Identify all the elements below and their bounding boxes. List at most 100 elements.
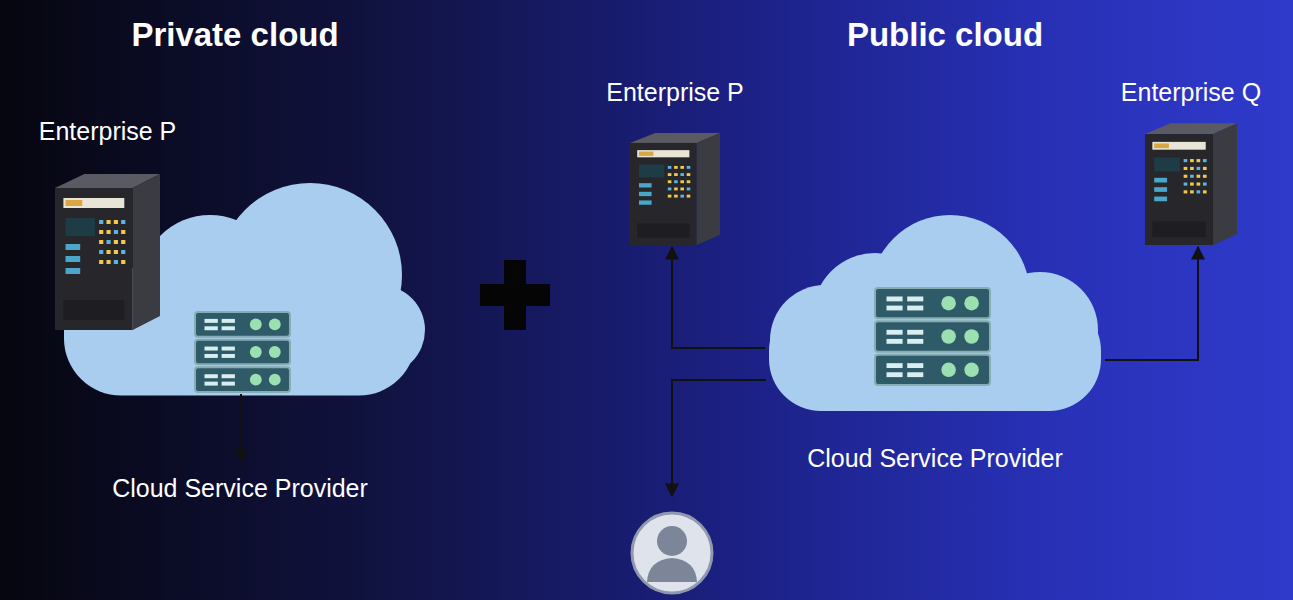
rack-led <box>941 363 956 378</box>
tower-led <box>1197 175 1201 178</box>
tower-led <box>1203 183 1207 186</box>
rack-led <box>941 296 956 311</box>
tower-led <box>106 230 110 234</box>
tower-led <box>1184 167 1188 170</box>
tower-led <box>114 230 118 234</box>
rack-slot <box>887 306 903 311</box>
tower-led <box>687 188 691 191</box>
rack-slot <box>222 319 235 323</box>
tower-side <box>133 174 160 330</box>
rack-slot <box>205 326 218 330</box>
tower-led <box>1197 159 1201 162</box>
tower-led <box>668 180 672 183</box>
tower-led <box>1190 190 1194 193</box>
tower-front <box>630 143 697 245</box>
cloud-bump <box>982 272 1098 388</box>
tower-led <box>687 180 691 183</box>
tower-led <box>99 230 103 234</box>
tower-led <box>1154 197 1167 202</box>
tower-led <box>114 260 118 264</box>
tower-led <box>106 220 110 224</box>
tower-led <box>680 188 684 191</box>
rack-unit <box>195 312 290 337</box>
tower-led <box>1203 175 1207 178</box>
rack-slot <box>205 319 218 323</box>
tower-panel <box>1154 143 1169 148</box>
tower-led <box>639 183 652 187</box>
rack-slot <box>222 347 235 351</box>
provider-label: Cloud Service Provider <box>807 443 1063 473</box>
server-tower <box>55 170 160 330</box>
rack-slot <box>222 326 235 330</box>
rack-slot <box>907 363 923 368</box>
tower-led <box>639 200 652 204</box>
tower-base <box>63 300 124 320</box>
tower-led <box>687 166 691 169</box>
provider-label: Cloud Service Provider <box>112 473 368 503</box>
rack-led <box>269 374 281 386</box>
server-node: Enterprise Q <box>1145 120 1237 245</box>
tower-led <box>106 260 110 264</box>
rack-slot <box>907 296 923 301</box>
tower-led <box>639 192 652 196</box>
tower-panel <box>639 152 653 156</box>
tower-led <box>106 240 110 244</box>
tower-led <box>121 250 125 254</box>
tower-led <box>106 250 110 254</box>
tower-side <box>1213 123 1237 245</box>
rack-slot <box>205 354 218 358</box>
tower-led <box>114 240 118 244</box>
tower-led <box>1154 187 1167 192</box>
rack-slot <box>907 339 923 344</box>
tower-base <box>637 223 689 237</box>
rack-slot <box>907 306 923 311</box>
rack-slot <box>887 372 903 377</box>
tower-led <box>121 240 125 244</box>
server-node: Enterprise P <box>55 170 160 330</box>
tower-led <box>1197 167 1201 170</box>
rack-led <box>964 296 979 311</box>
rack-unit <box>875 355 990 385</box>
rack-unit <box>875 288 990 318</box>
tower-led <box>114 250 118 254</box>
tower-led <box>1203 190 1207 193</box>
tower-display <box>66 218 95 236</box>
tower-led <box>121 260 125 264</box>
tower-led <box>674 188 678 191</box>
tower-panel <box>66 200 83 206</box>
plus-sign <box>480 260 550 330</box>
connector <box>672 247 765 348</box>
rack-led <box>941 329 956 344</box>
tower-led <box>1190 159 1194 162</box>
tower-base <box>1152 222 1205 238</box>
tower-led <box>1184 190 1188 193</box>
cloud-shape <box>765 215 1105 415</box>
user-link <box>672 380 766 496</box>
tower-led <box>99 260 103 264</box>
rack-slot <box>907 330 923 335</box>
tower-led <box>66 244 81 250</box>
tower-led <box>1154 178 1167 183</box>
rack-led <box>250 318 262 330</box>
tower-led <box>1184 183 1188 186</box>
rack-slot <box>887 363 903 368</box>
rack-led <box>250 374 262 386</box>
rack-slot <box>907 372 923 377</box>
rack-led <box>964 329 979 344</box>
tower-led <box>668 195 672 198</box>
tower-led <box>668 166 672 169</box>
tower-display <box>639 165 664 178</box>
tower-led <box>1203 159 1207 162</box>
rack-led <box>269 346 281 358</box>
tower-led <box>687 173 691 176</box>
tower-led <box>99 250 103 254</box>
tower-led <box>680 195 684 198</box>
tower-led <box>121 220 125 224</box>
server-tower <box>630 130 720 245</box>
rack-slot <box>887 296 903 301</box>
rack-slot <box>205 382 218 386</box>
tower-led <box>114 220 118 224</box>
rack-slot <box>887 339 903 344</box>
tower-led <box>99 220 103 224</box>
